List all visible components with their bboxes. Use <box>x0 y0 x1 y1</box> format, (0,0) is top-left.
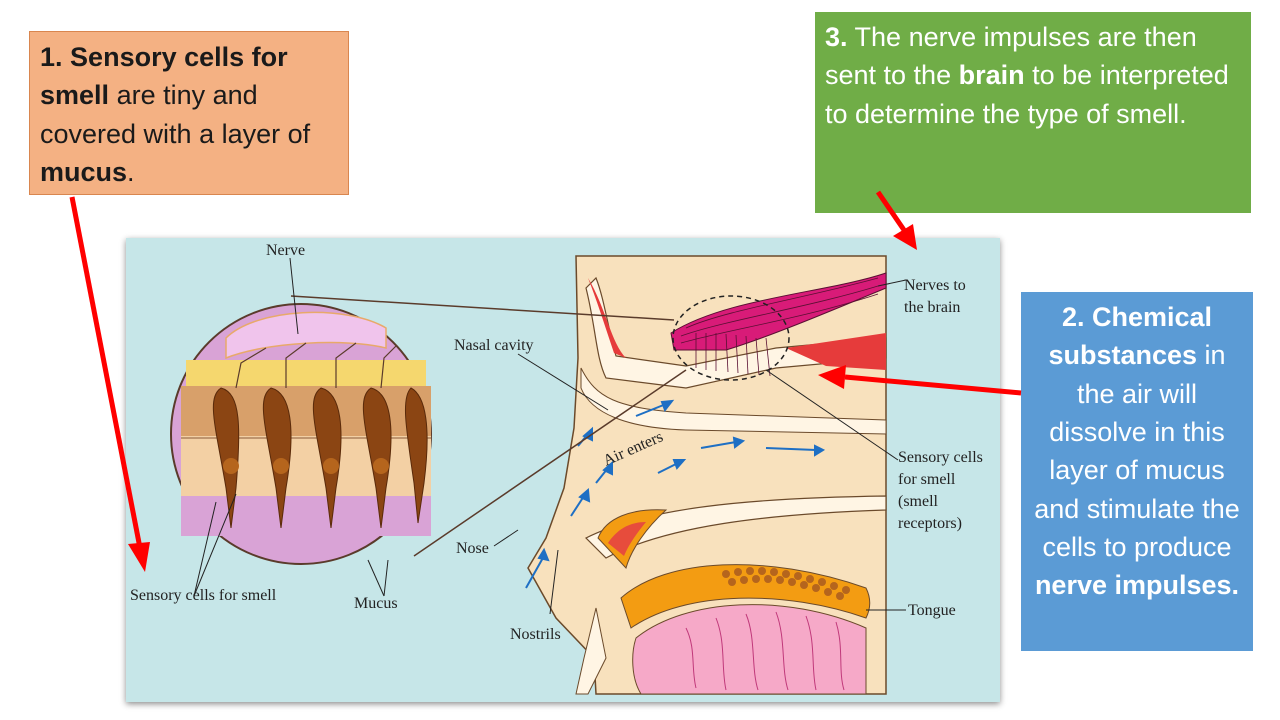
callout-1-number: 1. <box>40 42 63 72</box>
label-sensory-cells-left: Sensory cells for smell <box>130 587 277 604</box>
callout-3-bold-brain: brain <box>958 60 1025 91</box>
label-sensory-cells-4: receptors) <box>898 515 962 532</box>
callout-3-text-2: to be interpreted to determine the type … <box>825 60 1229 129</box>
label-nasal-cavity: Nasal cavity <box>454 337 534 354</box>
label-sensory-cells-1: Sensory cells <box>898 449 983 466</box>
callout-1-bold-sensory: Sensory cells for smell <box>40 42 288 111</box>
callout-2-text: in the air will dissolve in this layer o… <box>1034 340 1240 562</box>
callout-1-text: are tiny and covered with a layer of <box>40 80 311 149</box>
label-leader-lines <box>193 257 907 615</box>
zoom-circle-sensory-cells <box>170 303 432 565</box>
label-nerves-to-brain-2: the brain <box>904 299 960 316</box>
label-nose: Nose <box>456 540 489 557</box>
callout-3-number: 3. <box>825 22 848 52</box>
head-cross-section <box>527 255 887 695</box>
zoom-connector-lines <box>290 295 687 557</box>
label-nerve: Nerve <box>266 242 305 259</box>
label-sensory-cells-2: for smell <box>898 471 956 488</box>
label-nerves-to-brain-1: Nerves to <box>904 277 966 294</box>
air-flow-arrows <box>525 399 826 589</box>
label-sensory-cells-3: (smell <box>898 493 939 510</box>
callout-1-bold-mucus: mucus <box>40 156 128 187</box>
label-mucus: Mucus <box>354 595 398 612</box>
callout-chemical-substances: 2. Chemical substances in the air will d… <box>1021 292 1253 651</box>
callout-2-bold-impulses: nerve impulses. <box>1034 570 1240 601</box>
callout-sensory-cells: 1. Sensory cells for smell are tiny and … <box>29 31 349 195</box>
callout-brain: 3. The nerve impulses are then sent to t… <box>815 12 1251 213</box>
smell-anatomy-diagram: Nerve Nasal cavity Nerves to the brain A… <box>126 238 1000 702</box>
callout-2-bold-chemical: 2. Chemical substances <box>1048 302 1213 371</box>
callout-1-end: . <box>127 156 135 187</box>
callout-3-text-1: The nerve impulses are then sent to the <box>825 22 1197 91</box>
label-tongue: Tongue <box>908 602 956 619</box>
diagram-svg: Nerve Nasal cavity Nerves to the brain A… <box>126 238 1000 702</box>
label-nostrils: Nostrils <box>510 626 561 643</box>
